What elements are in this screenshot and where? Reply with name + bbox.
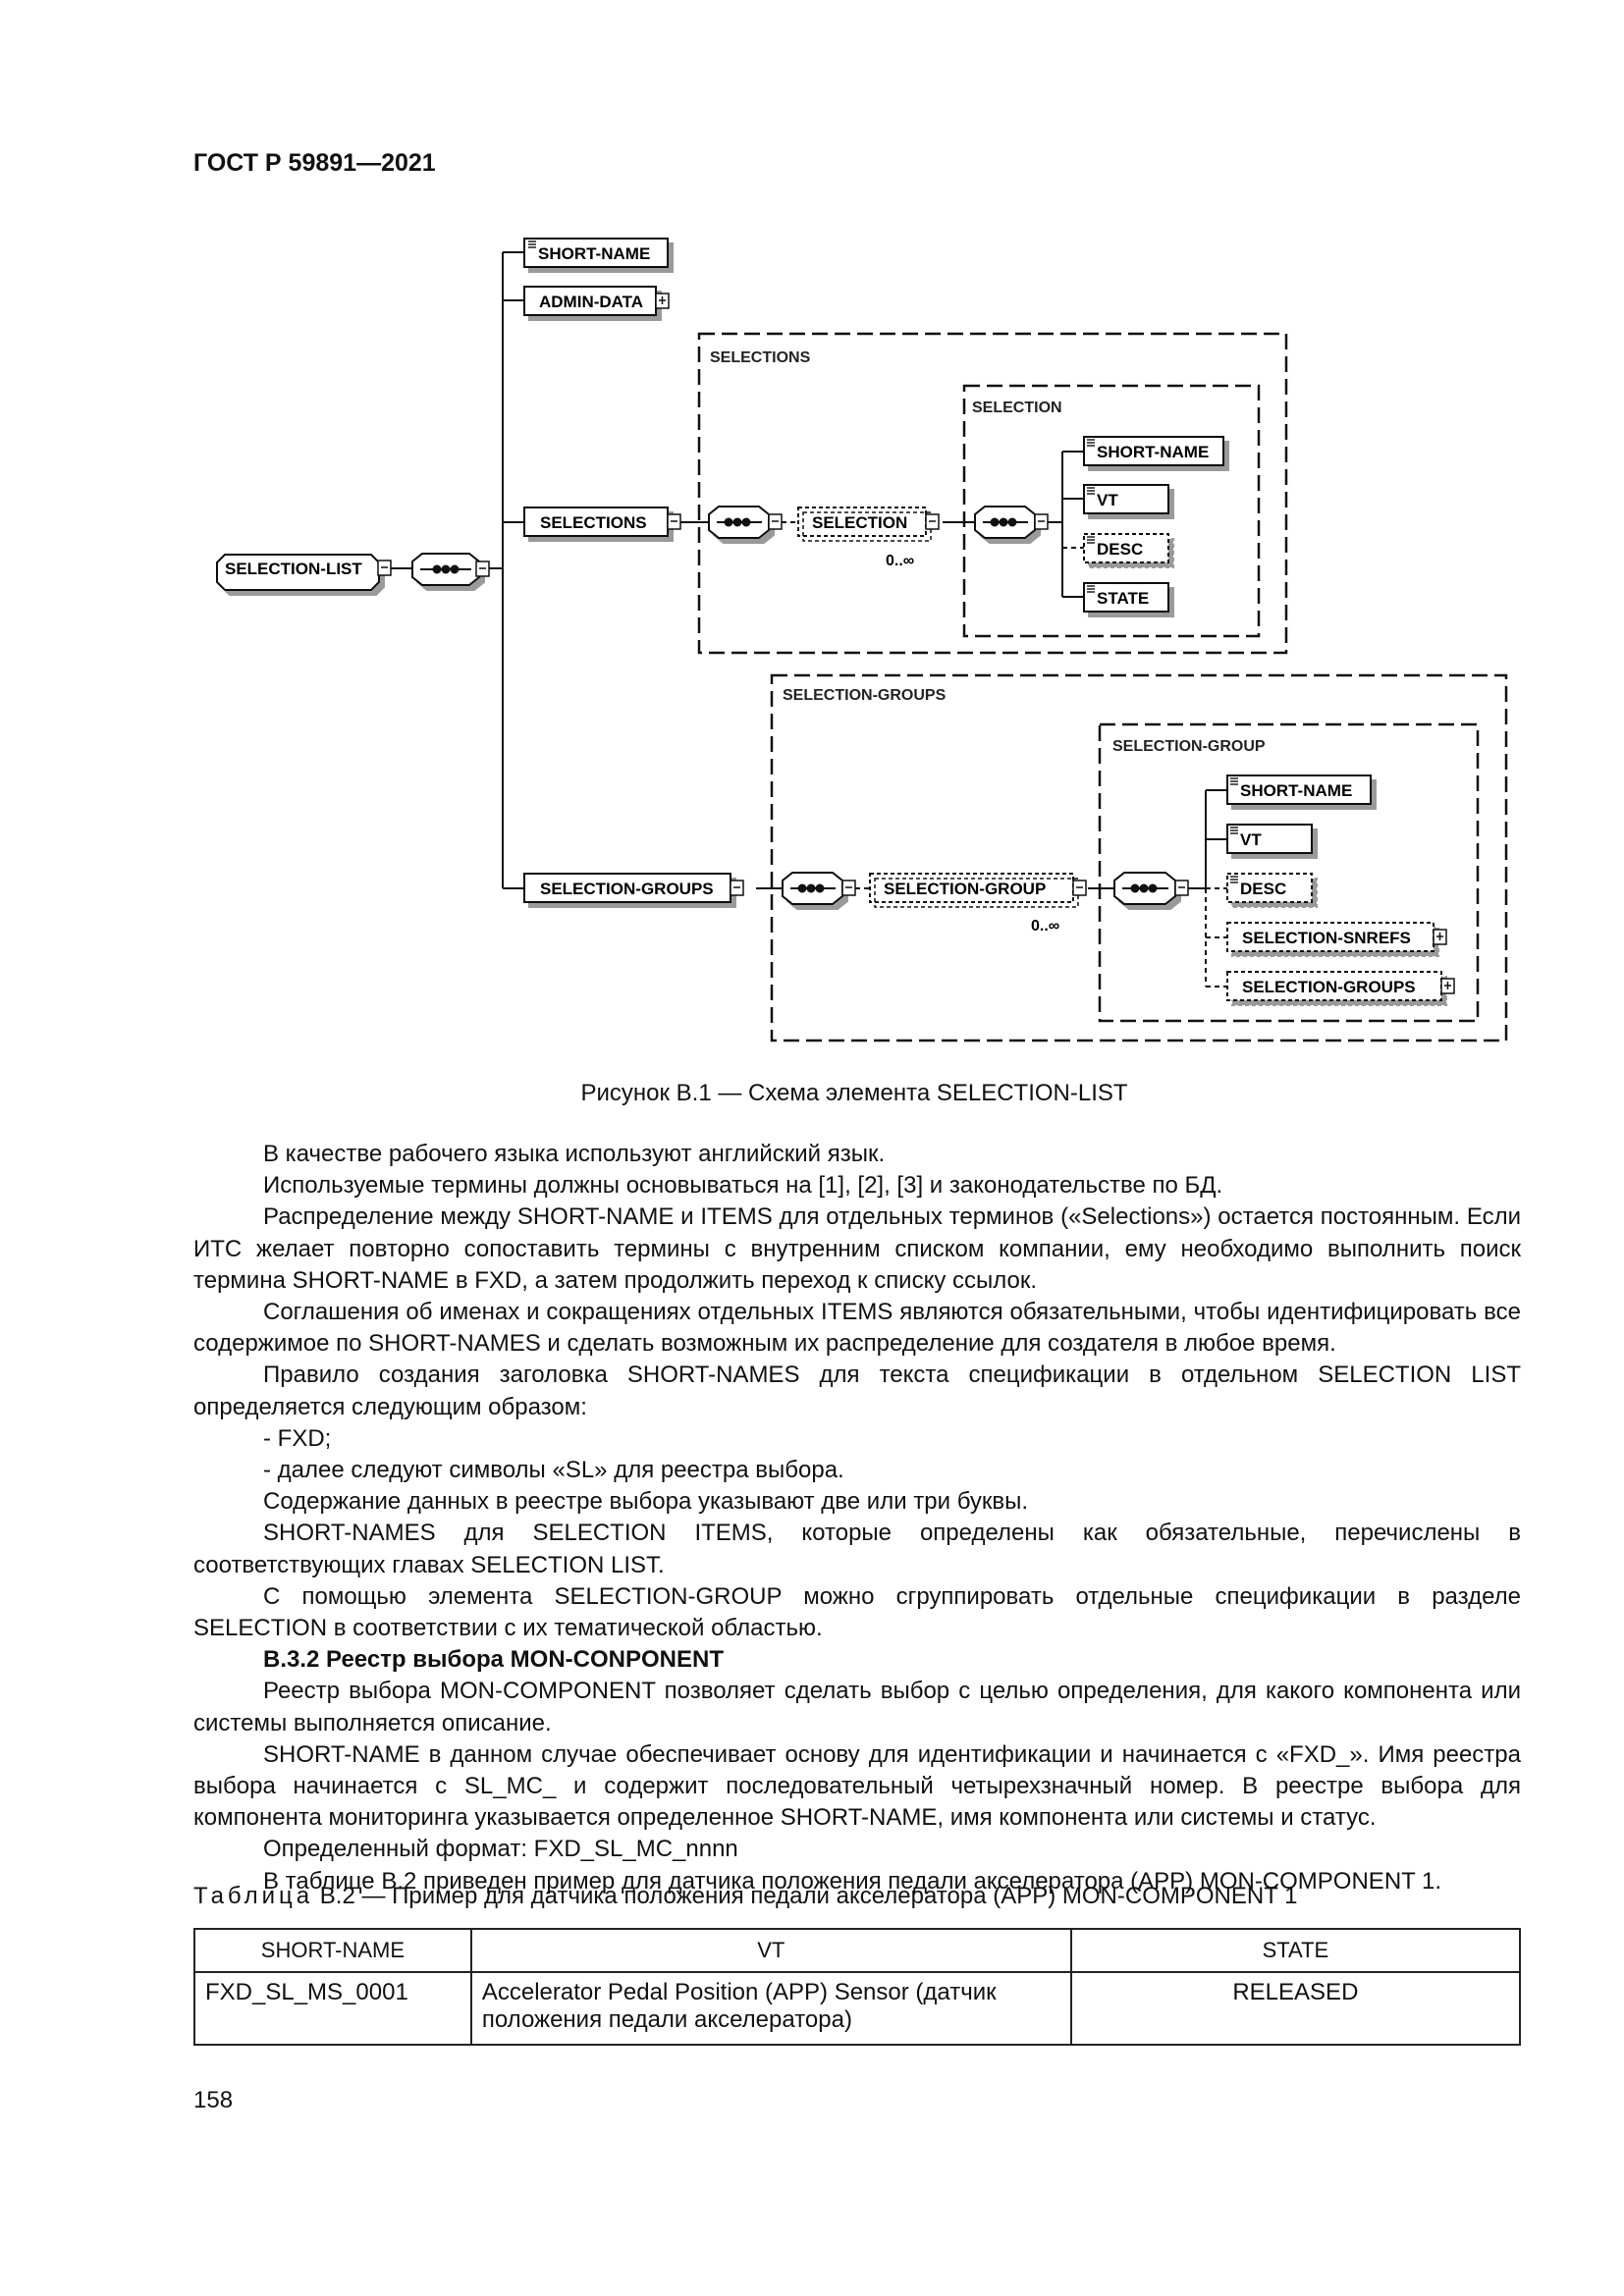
svg-text:SHORT-NAME: SHORT-NAME <box>1240 781 1352 800</box>
table-caption-text: В.2 — Пример для датчика положения педал… <box>319 1883 1298 1909</box>
selection-group-cardinality: 0..∞ <box>1031 918 1059 934</box>
selection-group-frame <box>962 384 1261 638</box>
sequence-compositors <box>411 506 1189 905</box>
table-cell: Accelerator Pedal Position (APP) Sensor … <box>469 1971 1072 2046</box>
selection-group-field-short-name: SHORT-NAME <box>1226 774 1372 805</box>
admin-data-element: ADMIN-DATA <box>523 286 670 316</box>
svg-text:DESC: DESC <box>1240 880 1286 898</box>
paragraph: В таблице В.2 приведен пример для датчик… <box>263 1867 1442 1895</box>
selection-field-state: STATE <box>1083 582 1169 613</box>
sequence-icon-selection-groups <box>782 872 856 905</box>
selection-group-field-vt: VT <box>1226 824 1313 854</box>
selection-group-inner-frame <box>1098 722 1480 1023</box>
selections-group-frame <box>697 332 1288 655</box>
selection-field-vt: VT <box>1083 484 1169 514</box>
paragraph: Реестр выбора MON-COMPONENT позволяет сд… <box>193 1678 1521 1736</box>
selection-cardinality: 0..∞ <box>886 553 914 569</box>
group-frames <box>697 332 1508 1042</box>
short-name-element: SHORT-NAME <box>523 238 669 268</box>
selections-group-title: SELECTIONS <box>710 349 811 366</box>
svg-text:VT: VT <box>1097 491 1118 509</box>
section-heading: В.3.2 Реестр выбора MON-CONPONENT <box>263 1646 724 1674</box>
figure-caption: Рисунок В.1 — Схема элемента SELECTION-L… <box>580 1080 1128 1106</box>
example-table: SHORT-NAME VT STATE FXD_SL_MS_0001 Accel… <box>193 1928 1522 2046</box>
table-caption-label: Таблица <box>193 1883 314 1909</box>
svg-text:SHORT-NAME: SHORT-NAME <box>1097 443 1209 461</box>
table-cell: RELEASED <box>1069 1971 1522 2046</box>
selection-element: SELECTION 0..∞ <box>797 507 940 569</box>
sequence-icon-selections <box>708 506 783 539</box>
svg-text:ADMIN-DATA: ADMIN-DATA <box>539 293 643 311</box>
selection-list-diagram: SELECTIONS SELECTION SELECTION-GROUPS SE… <box>216 238 1508 1042</box>
svg-text:STATE: STATE <box>1097 589 1149 608</box>
svg-text:SELECTION-SNREFS: SELECTION-SNREFS <box>1242 929 1411 947</box>
selection-groups-element: SELECTION-GROUPS <box>523 873 744 903</box>
paragraph: Определенный формат: FXD_SL_MC_nnnn <box>263 1836 738 1863</box>
svg-text:DESC: DESC <box>1097 540 1143 559</box>
document-header: ГОСТ Р 59891—2021 <box>193 149 436 177</box>
paragraph: Содержание данных в реестре выбора указы… <box>263 1488 1029 1516</box>
table-header-row: SHORT-NAME VT STATE <box>193 1928 1522 1973</box>
list-item: - далее следуют символы «SL» для реестра… <box>263 1457 844 1484</box>
selection-inner-title: SELECTION <box>972 400 1062 416</box>
svg-text:SELECTION-GROUPS: SELECTION-GROUPS <box>540 880 714 898</box>
selection-group-fields: SHORT-NAME VT DESC SELECTION-SNREFS SELE… <box>1226 774 1455 1001</box>
table-cell: FXD_SL_MS_0001 <box>193 1971 472 2046</box>
root-element: SELECTION-LIST <box>216 554 392 591</box>
svg-text:SELECTION-LIST: SELECTION-LIST <box>225 560 362 578</box>
sequence-icon-selection <box>974 506 1049 539</box>
selections-element: SELECTIONS <box>523 507 681 537</box>
paragraph: Соглашения об именах и сокращениях отдел… <box>193 1299 1521 1358</box>
sequence-icon-root <box>411 553 490 586</box>
svg-text:SELECTION-GROUPS: SELECTION-GROUPS <box>1242 978 1416 996</box>
table-header-cell: VT <box>469 1928 1072 1973</box>
selection-group-field-selection-snrefs: SELECTION-SNREFS <box>1226 922 1447 952</box>
list-item: - FXD; <box>263 1424 332 1452</box>
svg-text:SHORT-NAME: SHORT-NAME <box>538 244 650 263</box>
selection-group-field-desc: DESC <box>1226 873 1313 903</box>
svg-text:SELECTION-GROUP: SELECTION-GROUP <box>884 880 1046 898</box>
paragraph: Используемые термины должны основываться… <box>263 1172 1223 1200</box>
paragraph: Правило создания заголовка SHORT-NAMES д… <box>193 1362 1521 1420</box>
body-text: В качестве рабочего языка используют анг… <box>193 1139 1521 1897</box>
diagram-connectors <box>391 251 1227 988</box>
selection-fields: SHORT-NAME VT DESC STATE <box>1083 436 1224 613</box>
selection-group-inner-title: SELECTION-GROUP <box>1112 738 1266 755</box>
selection-field-desc: DESC <box>1083 533 1169 563</box>
svg-text:SELECTIONS: SELECTIONS <box>540 513 647 532</box>
svg-text:SELECTION: SELECTION <box>812 513 907 532</box>
table-header-cell: STATE <box>1069 1928 1522 1973</box>
selection-groups-group-frame <box>770 673 1508 1042</box>
svg-text:VT: VT <box>1240 830 1262 849</box>
selection-field-short-name: SHORT-NAME <box>1083 436 1224 466</box>
selection-group-field-selection-groups: SELECTION-GROUPS <box>1226 971 1455 1001</box>
table-header-cell: SHORT-NAME <box>193 1928 472 1973</box>
paragraph: В качестве рабочего языка используют анг… <box>263 1141 886 1167</box>
table-row: FXD_SL_MS_0001 Accelerator Pedal Positio… <box>193 1971 1522 2046</box>
selection-group-element: SELECTION-GROUP 0..∞ <box>869 873 1087 934</box>
paragraph: С помощью элемента SELECTION-GROUP можно… <box>193 1582 1521 1642</box>
paragraph: SHORT-NAMES для SELECTION ITEMS, которые… <box>193 1520 1521 1578</box>
paragraph: SHORT-NAME в данном случае обеспечивает … <box>193 1740 1521 1832</box>
paragraph: Распределение между SHORT-NAME и ITEMS д… <box>193 1203 1521 1294</box>
table-caption: Таблица В.2 — Пример для датчика положен… <box>193 1883 1297 1910</box>
selection-groups-group-title: SELECTION-GROUPS <box>783 687 947 704</box>
page-number: 158 <box>193 2087 234 2113</box>
sequence-icon-selection-group <box>1113 872 1189 905</box>
